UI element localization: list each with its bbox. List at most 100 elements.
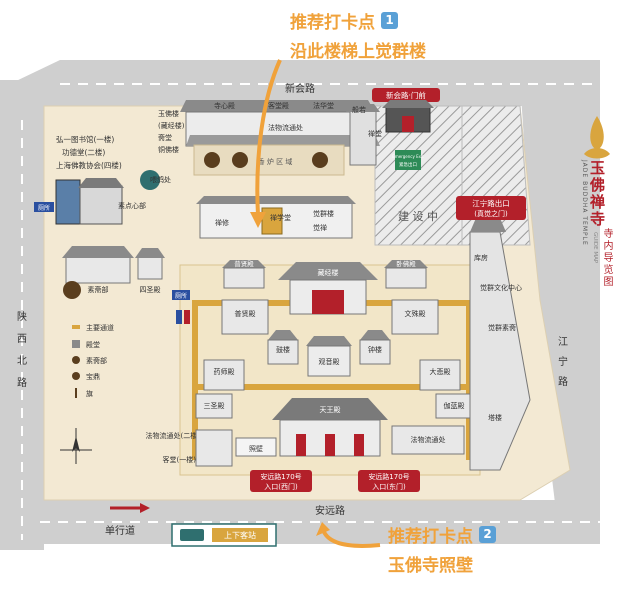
callout-bottom-title: 推荐打卡点: [388, 527, 473, 547]
svg-text:素斋部: 素斋部: [88, 285, 109, 294]
callout-bottom-badge: 2: [479, 526, 496, 543]
road-top-label: 新会路: [285, 82, 315, 95]
callout-bottom: 推荐打卡点 2 玉佛寺照壁: [388, 522, 588, 576]
svg-text:陕: 陕: [17, 310, 27, 323]
svg-text:禅修: 禅修: [215, 218, 229, 227]
svg-text:新会路·门前: 新会路·门前: [386, 90, 426, 100]
svg-text:紧急出口: 紧急出口: [399, 161, 417, 168]
svg-text:法物流通处: 法物流通处: [411, 435, 446, 444]
svg-text:(真觉之门): (真觉之门): [474, 209, 508, 218]
svg-text:鼓楼: 鼓楼: [276, 345, 290, 354]
svg-text:西: 西: [17, 334, 27, 345]
temple-name-en: JADE BUDDHA TEMPLE: [581, 160, 588, 246]
svg-text:照壁: 照壁: [249, 444, 263, 453]
route-arrow-top: [255, 59, 282, 216]
svg-text:禅学堂: 禅学堂: [270, 213, 291, 222]
svg-text:入口(西门): 入口(西门): [264, 482, 298, 491]
svg-text:殿堂: 殿堂: [86, 340, 100, 349]
left-buildings: 喂鸽处 素点心部 厕所: [34, 170, 171, 225]
svg-text:(藏经楼): (藏经楼): [158, 121, 185, 130]
anyuan-west-gate[interactable]: 安远路170号 入口(西门): [250, 470, 312, 492]
road-network: [0, 60, 600, 550]
svg-text:北: 北: [17, 355, 27, 367]
svg-text:藏经楼: 藏经楼: [318, 268, 339, 277]
temple-name: 玉佛禅寺: [588, 160, 606, 228]
callout-top-subtitle: 沿此楼梯上觉群楼: [290, 42, 426, 62]
svg-text:药师殿: 药师殿: [214, 367, 235, 376]
svg-text:厕所: 厕所: [38, 204, 50, 212]
jiangning-exit[interactable]: 江宁路出口 (真觉之门): [456, 196, 526, 220]
svg-text:客堂殿: 客堂殿: [268, 101, 289, 110]
guide-map-title: 寺内导览图: [601, 228, 612, 288]
svg-text:路: 路: [558, 375, 568, 388]
svg-text:大悲殿: 大悲殿: [430, 367, 451, 376]
svg-text:上下客站: 上下客站: [224, 530, 256, 540]
svg-text:普贤殿: 普贤殿: [235, 309, 256, 318]
svg-text:般若: 般若: [352, 105, 366, 114]
svg-text:江: 江: [558, 336, 568, 348]
svg-text:斋堂: 斋堂: [158, 133, 172, 142]
svg-text:主要通道: 主要通道: [86, 323, 114, 332]
svg-text:Emergency Exit: Emergency Exit: [392, 154, 424, 159]
svg-text:宁: 宁: [558, 355, 568, 368]
svg-text:四圣殿: 四圣殿: [140, 286, 161, 294]
svg-text:三圣殿: 三圣殿: [204, 402, 225, 410]
emergency-exit-sign: Emergency Exit 紧急出口: [392, 150, 424, 170]
route-arrow-bottom: [322, 530, 381, 548]
svg-text:觉群楼: 觉群楼: [313, 209, 334, 218]
svg-text:觉禅: 觉禅: [313, 223, 327, 232]
svg-text:觉群素斋: 觉群素斋: [488, 323, 516, 332]
svg-text:天王殿: 天王殿: [320, 406, 341, 414]
top-buildings: 玉佛楼 (藏经楼) 斋堂 铜佛楼 寺心殿 客堂殿 法华堂 般若 禅堂 法物流通处: [158, 100, 382, 166]
svg-text:库房: 库房: [474, 253, 488, 262]
svg-text:厕所: 厕所: [175, 292, 187, 300]
yufo-tower-label: 玉佛楼: [158, 109, 179, 118]
svg-text:弘一图书馆(一楼): 弘一图书馆(一楼): [56, 134, 114, 144]
incense-area: 香 炉 区 域: [193, 144, 345, 176]
juequn-building[interactable]: 禅修 禅学堂 觉群楼 觉禅: [196, 196, 356, 239]
svg-text:法物流通处(二楼): 法物流通处(二楼): [146, 431, 201, 440]
svg-text:喂鸽处: 喂鸽处: [150, 175, 171, 184]
road-bottom-label: 安远路: [315, 504, 345, 517]
route-arrowhead-top: [250, 212, 266, 228]
svg-text:功德堂(二楼): 功德堂(二楼): [62, 147, 105, 157]
callout-top: 推荐打卡点 1 沿此楼梯上觉群楼: [290, 8, 490, 62]
svg-text:入口(东门): 入口(东门): [372, 482, 406, 491]
callout-bottom-subtitle: 玉佛寺照壁: [388, 556, 473, 576]
route-arrowhead-bottom: [316, 522, 330, 536]
svg-text:塔楼: 塔楼: [488, 413, 502, 422]
svg-text:觉群文化中心: 觉群文化中心: [480, 283, 522, 292]
guide-map-en: GUIDE MAP: [592, 232, 598, 264]
svg-text:路: 路: [17, 376, 27, 389]
svg-text:上海佛教协会(四楼): 上海佛教协会(四楼): [56, 160, 122, 170]
temple-logo: [584, 116, 610, 159]
svg-text:单行道: 单行道: [105, 524, 135, 537]
svg-text:客堂(一楼): 客堂(一楼): [163, 455, 197, 464]
svg-text:寺心殿: 寺心殿: [214, 102, 235, 110]
svg-text:香 炉 区 域: 香 炉 区 域: [258, 157, 293, 166]
svg-text:禅堂: 禅堂: [368, 129, 382, 138]
svg-text:安远路170号: 安远路170号: [368, 472, 409, 481]
xinhui-gate[interactable]: 新会路·门前: [372, 88, 440, 133]
restroom-markers: 厕所: [172, 290, 190, 324]
svg-text:法物流通处: 法物流通处: [268, 123, 303, 132]
svg-text:旗: 旗: [86, 389, 93, 398]
compass-icon: [60, 428, 92, 464]
west-row-buildings: 素斋部 四圣殿: [62, 246, 165, 299]
svg-text:法华堂: 法华堂: [313, 101, 334, 110]
construction-label: 建 设 中: [398, 209, 438, 223]
svg-text:宝鼎: 宝鼎: [86, 372, 100, 381]
bus-stop[interactable]: 上下客站: [171, 523, 277, 547]
callout-top-badge: 1: [381, 12, 398, 29]
one-way-arrow: 单行道: [105, 503, 150, 537]
svg-text:素斋部: 素斋部: [86, 356, 107, 365]
road-left-label: 陕 西 北 路: [17, 310, 27, 389]
anyuan-east-gate[interactable]: 安远路170号 入口(东门): [358, 470, 420, 492]
callout-top-title: 推荐打卡点: [290, 13, 375, 33]
svg-text:伽蓝殿: 伽蓝殿: [444, 401, 465, 410]
map-legend: 主要通道 殿堂 素斋部 宝鼎 旗: [72, 323, 114, 398]
svg-text:安远路170号: 安远路170号: [260, 472, 301, 481]
svg-text:铜佛楼: 铜佛楼: [158, 145, 179, 154]
